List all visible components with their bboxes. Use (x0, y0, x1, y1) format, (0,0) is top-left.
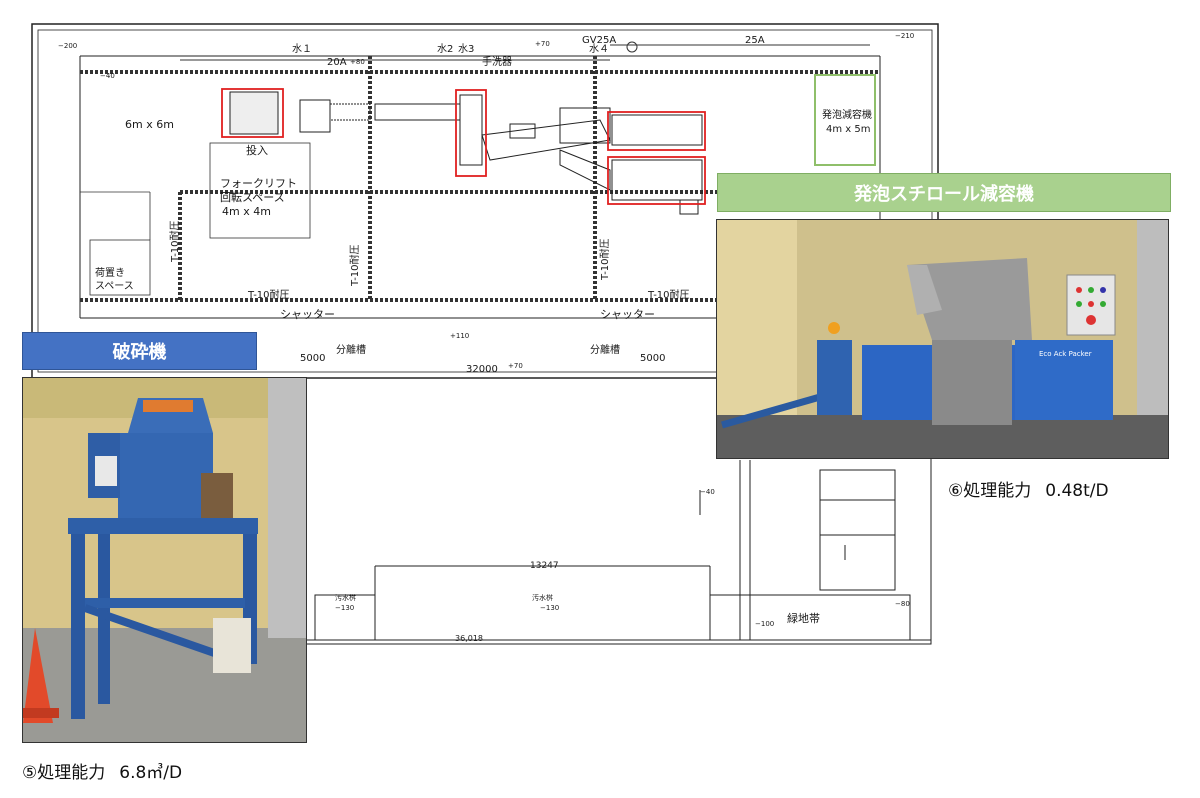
t10-label-e: T-10耐圧 (598, 238, 611, 281)
pipe-20a-label: 20A (327, 57, 347, 68)
level-plus80: +80 (350, 58, 365, 66)
eps-room-label-2: 4m x 5m (826, 124, 870, 135)
level-minus80: −80 (895, 600, 910, 608)
storage-label-1: 荷置き (95, 267, 125, 279)
sewage-label-1: 汚水桝 (532, 593, 553, 602)
separator-label-1: 分離槽 (336, 343, 366, 356)
level-minus210: −210 (895, 32, 914, 40)
level-minus40-a: −40 (100, 72, 115, 80)
eps-room-label-1: 発泡減容機 (822, 108, 872, 121)
forklift-label-1: フォークリフト (220, 177, 297, 190)
crusher-capacity-label: ⑤処理能力 (22, 763, 106, 783)
green-belt-label: 緑地帯 (787, 611, 820, 625)
level-minus130-a: −130 (540, 604, 559, 612)
shutter-label-1: シャッター (280, 308, 335, 321)
water-pipes (180, 41, 870, 61)
gv25a-label: GV25A (582, 35, 616, 46)
sewage-label-2: 汚水桝 (335, 593, 356, 602)
storage-label-2: スペース (95, 281, 134, 292)
water-2-label: 水2 (437, 43, 453, 55)
level-plus70-b: +70 (508, 362, 523, 370)
water-1-label: 水１ (292, 43, 312, 55)
equipment-highlights (221, 88, 706, 205)
t10-label-a: T-10耐圧 (247, 288, 290, 301)
water-4-label: 水４ (589, 43, 609, 55)
room-6x6-label: 6m x 6m (125, 118, 174, 131)
eps-capacity-value: 0.48t/D (1045, 481, 1109, 501)
eps-reducer-photo: Eco Ack Packer (716, 219, 1169, 459)
hand-washer-label: 手洗器 (482, 55, 512, 68)
forklift-label-2: 回転スペース (220, 191, 285, 204)
crusher-capacity-value: 6.8㎥/D (119, 763, 183, 783)
t10-label-c: T-10耐圧 (168, 220, 181, 263)
eps-reducer-banner: 発泡スチロール減容機 (717, 173, 1171, 212)
dim-5000-a: 5000 (300, 353, 325, 364)
level-minus40-b: −40 (700, 488, 715, 496)
eps-machine-label: Eco Ack Packer (1039, 350, 1092, 358)
input-label: 投入 (246, 143, 268, 157)
level-plus70-a: +70 (535, 40, 550, 48)
interior-partitions (80, 74, 876, 296)
level-minus100: −100 (755, 620, 774, 628)
dim-32000: 32000 (466, 364, 498, 375)
t10-label-d: T-10耐圧 (348, 244, 361, 287)
t10-label-b: T-10耐圧 (647, 288, 690, 301)
level-plus110: +110 (450, 332, 469, 340)
dim-13247: 13247 (530, 561, 559, 571)
separator-label-2: 分離槽 (590, 343, 620, 356)
crusher-banner: 破砕機 (22, 332, 257, 370)
dim-5000-b: 5000 (640, 353, 665, 364)
eps-capacity-caption: ⑥処理能力 0.48t/D (948, 476, 1109, 501)
dim-36018: 36,018 (455, 634, 483, 643)
level-minus130-b: −130 (335, 604, 354, 612)
level-minus200: −200 (58, 42, 77, 50)
forklift-label-3: 4m x 4m (222, 205, 271, 218)
crusher-capacity-caption: ⑤処理能力 6.8㎥/D (22, 758, 182, 783)
conveyor-line (229, 91, 703, 215)
eps-capacity-label: ⑥処理能力 (948, 481, 1032, 501)
pipe-25a-label: 25A (745, 35, 765, 46)
crusher-photo (22, 377, 307, 743)
shutter-label-2: シャッター (600, 308, 655, 321)
water-3-label: 水3 (458, 43, 474, 55)
